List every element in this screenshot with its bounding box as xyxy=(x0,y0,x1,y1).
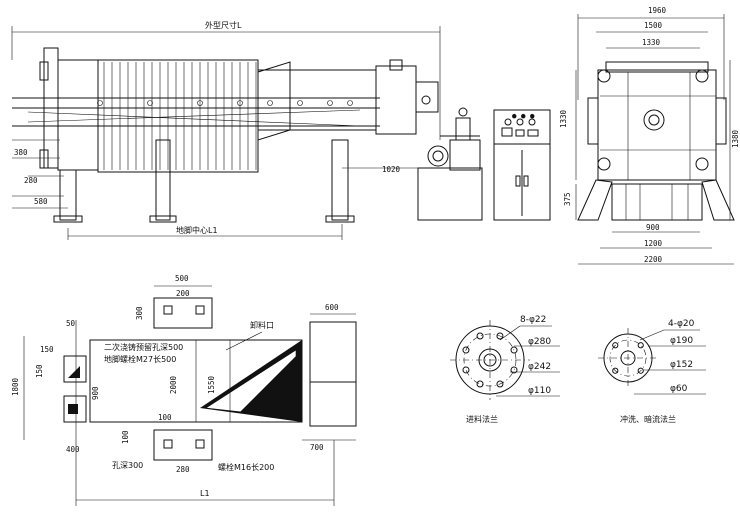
l1-label: L1 xyxy=(200,489,210,498)
wash-d60: φ60 xyxy=(670,384,688,394)
wash-flange: 4-φ20 φ190 φ152 φ60 冲洗、暗流法兰 xyxy=(598,319,706,424)
hydraulic-station xyxy=(417,107,483,221)
dim-100a: 100 xyxy=(158,413,172,422)
dim-300: 300 xyxy=(135,306,144,320)
plate-face xyxy=(597,69,717,181)
svg-text:● ● ●: ● ● ● xyxy=(512,111,535,120)
dim-1960: 1960 xyxy=(648,6,667,15)
dim-1200: 1200 xyxy=(644,239,663,248)
dim-h375: 375 xyxy=(563,192,572,206)
wash-holes-label: 4-φ20 xyxy=(668,319,695,329)
wash-d152: φ152 xyxy=(670,360,693,370)
dim-2200: 2200 xyxy=(644,255,663,264)
foundation-plan: 卸料口 500 200 300 100 100 280 孔深300 螺栓M16长… xyxy=(11,274,357,506)
dim-580: 580 xyxy=(34,197,48,206)
side-view: 1960 1500 1330 1330 1380 375 900 xyxy=(559,6,740,265)
support-legs xyxy=(53,139,355,223)
inlet-holes-label: 8-φ22 xyxy=(520,315,546,325)
dim-h1330: 1330 xyxy=(559,109,568,128)
dim-400: 400 xyxy=(66,445,80,454)
dim-280-bottom: 280 xyxy=(176,465,190,474)
bolt-note: 螺栓M16长200 xyxy=(218,462,274,472)
dim-500: 500 xyxy=(175,274,189,283)
dim-150a: 150 xyxy=(40,345,54,354)
inlet-d280: φ280 xyxy=(528,337,551,347)
dim-1500: 1500 xyxy=(644,21,663,30)
dim-h1380: 1380 xyxy=(731,129,740,148)
dim-380: 380 xyxy=(14,148,28,157)
inlet-flange: 8-φ22 φ280 φ242 φ110 进料法兰 xyxy=(450,315,560,424)
anchor-bolt-note: 地脚螺栓M27长500 xyxy=(104,354,176,364)
dim-700: 700 xyxy=(310,443,324,452)
dim-900: 900 xyxy=(646,223,660,232)
overall-length-label: 外型尺寸L xyxy=(205,20,242,30)
discharge-label: 卸料口 xyxy=(250,320,274,330)
dim-280: 280 xyxy=(24,176,38,185)
inlet-d110: φ110 xyxy=(528,386,551,396)
dim-1020: 1020 xyxy=(382,165,401,174)
wash-caption: 冲洗、暗流法兰 xyxy=(620,414,676,424)
dim-1550: 1550 xyxy=(207,375,216,394)
filter-plates xyxy=(97,59,259,173)
inlet-caption: 进料法兰 xyxy=(466,414,498,424)
hole-depth-note: 孔深300 xyxy=(112,461,143,470)
wash-d190: φ190 xyxy=(670,336,693,346)
dim-200-top: 200 xyxy=(176,289,190,298)
foot-center-label: 地脚中心L1 xyxy=(176,225,218,235)
dim-900-plan: 900 xyxy=(91,386,100,400)
dim-1330: 1330 xyxy=(642,38,661,47)
dim-100b: 100 xyxy=(121,430,130,444)
electric-cabinet: ● ● ● xyxy=(493,109,551,221)
secondary-grout-note: 二次浇铸预留孔深500 xyxy=(104,342,183,352)
dim-50: 50 xyxy=(66,319,76,328)
cylinder-block xyxy=(375,65,417,135)
inlet-d242: φ242 xyxy=(528,362,551,372)
dim-150b: 150 xyxy=(35,364,44,378)
dim-2000: 2000 xyxy=(169,375,178,394)
front-view: 外型尺寸L xyxy=(11,20,551,240)
dim-1800: 1800 xyxy=(11,377,20,396)
dim-600: 600 xyxy=(325,303,339,312)
